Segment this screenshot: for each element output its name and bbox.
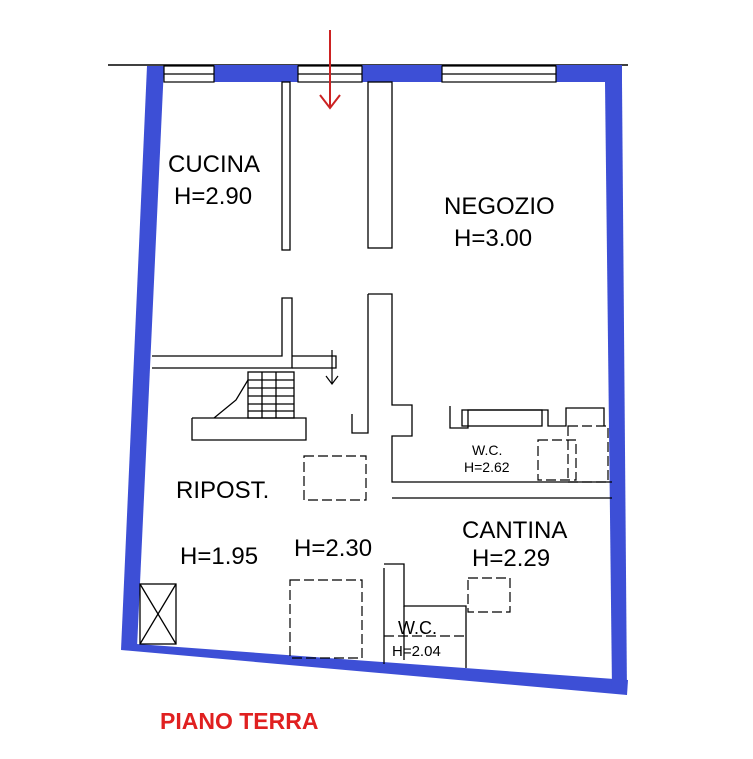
room-height-wc-lower: H=2.04 [392,643,441,660]
room-height-wc-upper: H=2.62 [464,459,510,475]
top-wall-segment [556,65,622,82]
outer-walls [121,65,628,695]
dashed-fixtures [289,425,609,659]
top-wall-segment [214,65,298,82]
room-name-wc-lower: W.C. [398,618,437,638]
room-name-negozio: NEGOZIO [444,193,555,220]
room-height-ripostiglio-secondary: H=2.30 [294,535,372,562]
entrance-arrow-icon [319,30,341,110]
top-wall-segment [362,65,442,82]
floor-title: PIANO TERRA [160,708,318,734]
room-name-wc-upper: W.C. [472,442,502,458]
room-height-cucina: H=2.90 [174,183,252,210]
stair-arrow-icon [325,350,339,385]
room-name-ripostiglio: RIPOST. [176,477,269,504]
room-name-cantina: CANTINA [462,517,567,544]
elevator-shaft-cross-icon [139,583,177,645]
bottom-wall [121,644,628,695]
left-wall [121,66,164,650]
interior-walls [152,81,612,668]
room-height-cantina: H=2.29 [472,545,550,572]
right-wall [605,82,627,695]
room-name-cucina: CUCINA [168,151,260,178]
top-windows [163,65,557,83]
room-height-ripostiglio: H=1.95 [180,543,258,570]
room-height-negozio: H=3.00 [454,225,532,252]
